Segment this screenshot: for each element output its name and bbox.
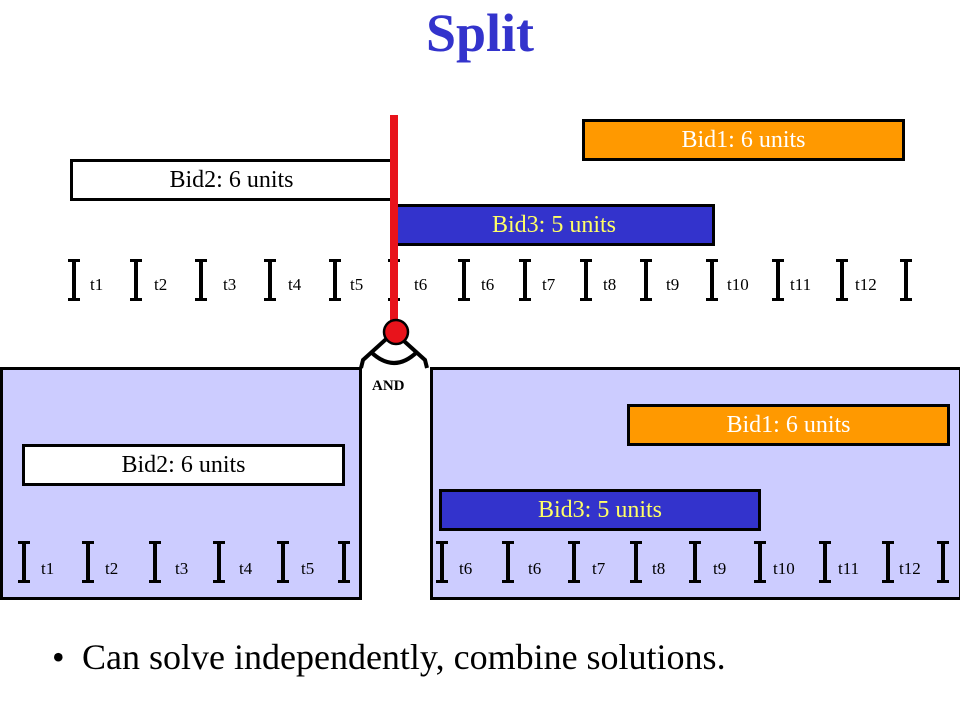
- and-connector: [359, 318, 429, 369]
- time-slot-label: t10: [727, 275, 749, 294]
- tick-mark: [689, 541, 701, 583]
- split-line: [390, 115, 398, 337]
- top-bid1-bar: Bid1: 6 units: [582, 119, 905, 161]
- tick-mark: [937, 541, 949, 583]
- right-bid3-label: Bid3: 5 units: [537, 497, 663, 523]
- time-slot-label: t11: [838, 559, 860, 578]
- time-slot-label: t6: [481, 275, 495, 294]
- tick-mark: [754, 541, 766, 583]
- tick-mark: [130, 259, 142, 301]
- and-label: AND: [372, 378, 405, 394]
- tick-mark: [338, 541, 350, 583]
- tick-mark: [149, 541, 161, 583]
- tick-mark: [502, 541, 514, 583]
- time-slot-label: t7: [542, 275, 556, 294]
- time-slot-label: t1: [90, 275, 104, 294]
- time-slot-label: t9: [713, 559, 727, 578]
- tick-mark: [18, 541, 30, 583]
- time-slot-label: t2: [105, 559, 119, 578]
- tick-mark: [580, 259, 592, 301]
- time-slot-label: t12: [899, 559, 921, 578]
- time-slot-label: t6: [528, 559, 542, 578]
- tick-mark: [836, 259, 848, 301]
- split-point-node: [382, 318, 410, 346]
- tick-mark: [329, 259, 341, 301]
- tick-mark: [630, 541, 642, 583]
- time-slot-label: t4: [288, 275, 302, 294]
- top-bid1-label: Bid1: 6 units: [681, 127, 806, 153]
- top-bid3-bar: Bid3: 5 units: [393, 204, 715, 246]
- left-bid2-bar: Bid2: 6 units: [22, 444, 345, 486]
- time-slot-label: t6: [459, 559, 473, 578]
- time-slot-label: t3: [175, 559, 189, 578]
- tick-mark: [568, 541, 580, 583]
- top-bid2-label: Bid2: 6 units: [169, 167, 294, 193]
- time-slot-label: t11: [790, 275, 812, 294]
- time-slot-label: t4: [239, 559, 253, 578]
- time-slot-label: t5: [301, 559, 315, 578]
- bullet-text: Can solve independently, combine solutio…: [82, 637, 726, 677]
- time-slot-label: t2: [154, 275, 168, 294]
- time-slot-label: t8: [652, 559, 666, 578]
- time-slot-label: t1: [41, 559, 55, 578]
- tick-mark: [519, 259, 531, 301]
- tick-mark: [264, 259, 276, 301]
- tick-mark: [436, 541, 448, 583]
- tick-mark: [772, 259, 784, 301]
- time-slot-label: t8: [603, 275, 617, 294]
- tick-mark: [819, 541, 831, 583]
- time-slot-label: t9: [666, 275, 680, 294]
- tick-mark: [277, 541, 289, 583]
- time-slot-label: t5: [350, 275, 364, 294]
- tick-mark: [900, 259, 912, 301]
- left-bid2-label: Bid2: 6 units: [121, 452, 246, 478]
- top-bid3-label: Bid3: 5 units: [491, 212, 617, 238]
- bullet-symbol: •: [52, 637, 65, 677]
- tick-mark: [706, 259, 718, 301]
- tick-mark: [68, 259, 80, 301]
- tick-mark: [213, 541, 225, 583]
- right-bid3-bar: Bid3: 5 units: [439, 489, 761, 531]
- time-slot-label: t10: [773, 559, 795, 578]
- tick-mark: [195, 259, 207, 301]
- time-slot-label: t3: [223, 275, 237, 294]
- tick-mark: [882, 541, 894, 583]
- time-slot-label: t7: [592, 559, 606, 578]
- top-bid2-bar: Bid2: 6 units: [70, 159, 393, 201]
- time-slot-label: t6: [414, 275, 428, 294]
- tick-mark: [458, 259, 470, 301]
- tick-mark: [640, 259, 652, 301]
- tick-mark: [82, 541, 94, 583]
- time-slot-label: t12: [855, 275, 877, 294]
- right-bid1-label: Bid1: 6 units: [726, 412, 851, 438]
- slide-title: Split: [425, 3, 535, 63]
- bullet-point: • Can solve independently, combine soluti…: [52, 636, 726, 678]
- right-bid1-bar: Bid1: 6 units: [627, 404, 950, 446]
